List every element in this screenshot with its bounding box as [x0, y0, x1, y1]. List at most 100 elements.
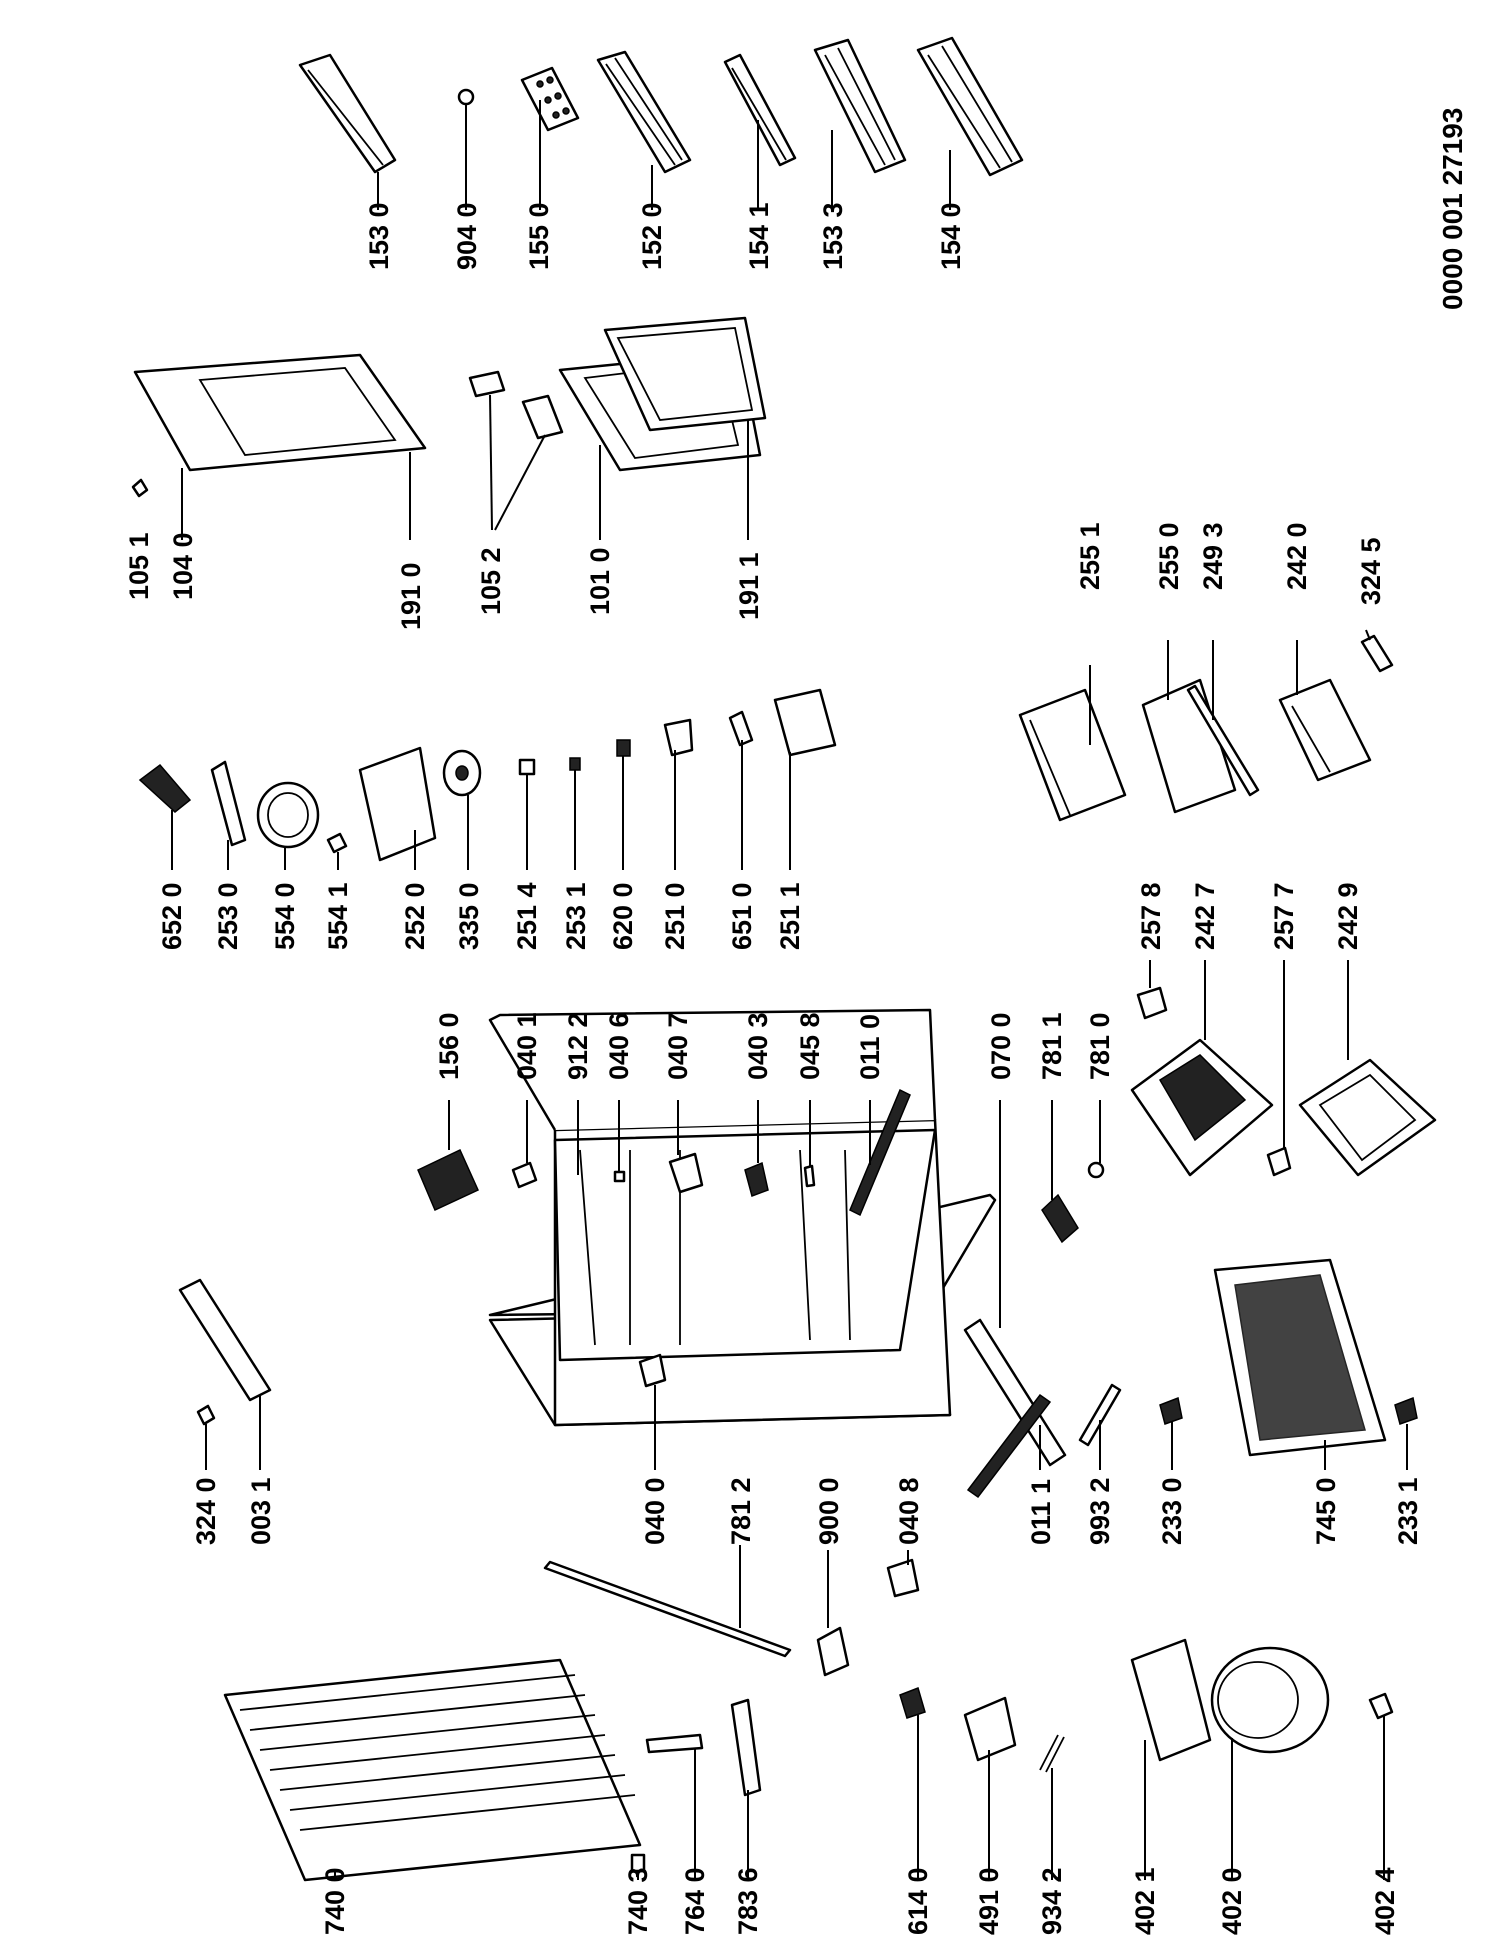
part-040-3: 040 3	[743, 1012, 773, 1197]
part-402-1: 402 1	[1130, 1638, 1212, 1935]
part-154-0: 154 0	[916, 36, 1024, 270]
part-number-label: 402 0	[1217, 1867, 1247, 1935]
part-934-2: 934 2	[1037, 1734, 1067, 1935]
part-783-6: 783 6	[730, 1698, 763, 1935]
part-number-label: 335 0	[454, 882, 484, 950]
part-781-1: 781 1	[1037, 1012, 1079, 1244]
part-242-9: 242 9	[1298, 882, 1437, 1177]
part-251-1: 251 1	[773, 688, 837, 950]
part-011-0: 011 0	[849, 1014, 911, 1217]
part-242-7: 242 7	[1130, 882, 1274, 1177]
part-740-3: 740 3	[623, 1853, 653, 1935]
part-number-label: 745 0	[1311, 1477, 1341, 1545]
part-number-label: 242 7	[1190, 882, 1220, 950]
part-324-0: 324 0	[191, 1404, 221, 1545]
part-191-0: 191 0	[396, 452, 426, 630]
part-040-0: 040 0	[638, 1353, 670, 1545]
part-number-label: 993 2	[1085, 1477, 1115, 1545]
part-253-0: 253 0	[210, 760, 247, 950]
part-number-label: 257 7	[1269, 882, 1299, 950]
part-191-1: 191 1	[603, 316, 767, 620]
part-number-label: 554 1	[323, 882, 353, 950]
part-993-2: 993 2	[1078, 1383, 1122, 1545]
part-153-3: 153 3	[813, 38, 907, 270]
part-number-label: 011 0	[855, 1014, 885, 1080]
part-040-1: 040 1	[511, 1012, 542, 1189]
part-number-label: 251 4	[512, 882, 542, 950]
part-number-label: 614 0	[903, 1867, 933, 1935]
part-number-label: 781 0	[1085, 1012, 1115, 1080]
part-904-0: 904 0	[452, 88, 482, 270]
part-number-label: 191 0	[396, 562, 426, 630]
part-040-7: 040 7	[663, 1012, 704, 1194]
part-number-label: 191 1	[734, 552, 764, 620]
part-number-label: 104 0	[168, 532, 198, 600]
part-251-0: 251 0	[660, 718, 694, 950]
part-040-6: 040 6	[604, 1012, 634, 1183]
part-number-label: 904 0	[452, 202, 482, 270]
part-number-label: 253 0	[213, 882, 243, 950]
part-number-label: 491 0	[974, 1867, 1004, 1935]
part-402-0: 402 0	[1210, 1646, 1330, 1935]
part-number-label: 324 5	[1356, 537, 1386, 605]
part-number-label: 011 1	[1026, 1479, 1056, 1545]
part-number-label: 156 0	[434, 1012, 464, 1080]
part-number-label: 253 1	[561, 882, 591, 950]
part-255-0: 255 0	[1141, 522, 1237, 814]
part-242-0: 242 0	[1278, 522, 1372, 782]
part-number-label: 651 0	[727, 882, 757, 950]
part-number-label: 249 3	[1198, 522, 1228, 590]
part-652-0: 652 0	[138, 763, 192, 950]
part-045-8: 045 8	[795, 1012, 825, 1188]
part-number-label: 040 3	[743, 1012, 773, 1080]
part-154-1: 154 1	[723, 53, 797, 270]
part-011-1: 011 1	[966, 1393, 1056, 1545]
part-number-label: 740 0	[320, 1867, 350, 1935]
part-620-0: 620 0	[608, 739, 638, 950]
part-900-0: 900 0	[814, 1477, 850, 1677]
part-number-label: 152 0	[637, 202, 667, 270]
part-number-label: 154 0	[936, 202, 966, 270]
part-257-8: 257 8	[1136, 882, 1168, 1020]
part-number-label: 652 0	[157, 882, 187, 950]
part-152-0: 152 0	[596, 50, 692, 270]
part-number-label: 255 1	[1075, 522, 1105, 590]
part-003-1: 003 1	[178, 1278, 276, 1545]
part-number-label: 045 8	[795, 1012, 825, 1080]
part-105-2: 105 2	[468, 370, 564, 615]
part-number-label: 070 0	[986, 1012, 1016, 1080]
part-number-label: 040 1	[512, 1012, 542, 1080]
part-number-label: 040 6	[604, 1012, 634, 1080]
part-number-label: 934 2	[1037, 1867, 1067, 1935]
part-number-label: 620 0	[608, 882, 638, 950]
part-153-0: 153 0	[298, 53, 397, 270]
part-781-0: 781 0	[1085, 1012, 1115, 1179]
part-104-0: 104 0	[133, 353, 427, 600]
part-number-label: 781 1	[1037, 1012, 1067, 1080]
part-number-label: 255 0	[1154, 522, 1184, 590]
part-764-0: 764 0	[645, 1733, 710, 1935]
part-number-label: 912 2	[563, 1012, 593, 1080]
part-number-label: 153 3	[818, 202, 848, 270]
part-155-0: 155 0	[520, 66, 580, 270]
part-number-label: 242 9	[1333, 882, 1363, 950]
part-491-0: 491 0	[963, 1696, 1017, 1935]
part-740-0: 740 0	[223, 1658, 642, 1935]
part-number-label: 900 0	[814, 1477, 844, 1545]
part-324-5: 324 5	[1356, 537, 1394, 673]
part-554-0: 554 0	[256, 781, 320, 950]
part-233-0: 233 0	[1157, 1396, 1187, 1545]
part-105-1: 105 1	[124, 478, 154, 600]
part-402-4: 402 4	[1368, 1692, 1400, 1935]
part-156-0: 156 0	[417, 1012, 479, 1212]
part-number-label: 252 0	[400, 882, 430, 950]
part-255-1: 255 1	[1018, 522, 1127, 822]
part-233-1: 233 1	[1393, 1396, 1423, 1545]
part-257-7: 257 7	[1266, 882, 1299, 1177]
part-249-3: 249 3	[1186, 522, 1260, 797]
part-number-label: 155 0	[524, 202, 554, 270]
cabinet-body	[488, 1008, 997, 1427]
part-number-label: 740 3	[623, 1867, 653, 1935]
part-number-label: 154 1	[744, 202, 774, 270]
